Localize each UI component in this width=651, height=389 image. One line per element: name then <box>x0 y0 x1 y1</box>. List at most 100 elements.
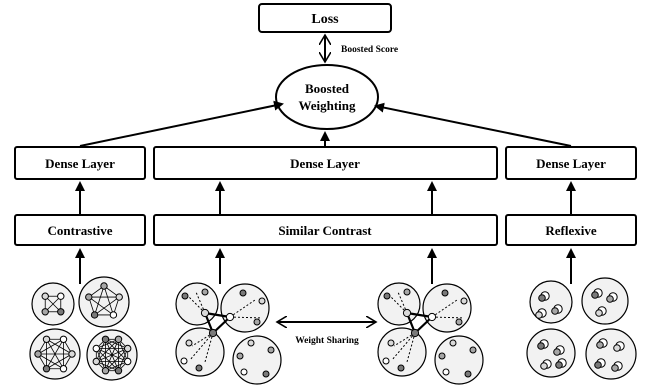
arrow-dense-right-to-weighting <box>374 102 572 147</box>
graph-node <box>208 328 218 338</box>
graph-edge <box>96 338 119 349</box>
graph-node <box>101 367 110 375</box>
dense-to-weighting-arrows <box>79 100 572 147</box>
contrastive-graphs <box>29 276 138 381</box>
graph-node <box>449 339 457 347</box>
graph-circle <box>585 328 637 380</box>
graph-node <box>115 293 123 301</box>
graph-edge <box>431 316 465 319</box>
graph-node <box>383 292 391 300</box>
graph-node <box>92 344 100 353</box>
graph-edge <box>88 296 114 316</box>
encoder-to-dense-arrows <box>75 181 576 214</box>
loss-label: Loss <box>311 12 339 27</box>
graph-node <box>382 357 390 365</box>
graph-edge <box>118 348 129 371</box>
graph-node <box>42 365 51 373</box>
graph-node <box>41 308 49 316</box>
boosted-score-connector: Boosted Score <box>325 35 398 62</box>
contrastive-label: Contrastive <box>48 223 113 238</box>
dense-layer-left: Dense Layer <box>14 146 146 180</box>
graph-circle <box>175 282 219 326</box>
graph-node <box>442 368 450 376</box>
graph-edge <box>105 338 128 349</box>
graph-node <box>200 308 210 318</box>
graph-node <box>441 289 449 297</box>
graph-node <box>258 297 266 305</box>
graph-edge <box>94 296 120 316</box>
graph-circle <box>377 282 421 326</box>
graph-edge <box>393 332 416 347</box>
graph-edge <box>204 311 231 319</box>
graph-node <box>464 370 472 378</box>
graph-node <box>267 346 275 354</box>
graph-node <box>537 342 545 350</box>
dense-layer-right: Dense Layer <box>505 146 637 180</box>
graph-node <box>59 335 68 343</box>
arrow-dense-left-to-weighting <box>79 100 284 147</box>
graph-circle <box>232 335 282 385</box>
graph-node <box>180 357 188 365</box>
graph-edge <box>191 332 214 347</box>
graph-node <box>613 344 621 352</box>
dense-layer-left-label: Dense Layer <box>45 156 115 171</box>
graph-node <box>594 361 602 369</box>
graph-edge <box>406 332 416 363</box>
graph-node <box>201 288 209 296</box>
graph-node <box>535 311 543 319</box>
graph-to-encoder-arrows <box>75 248 576 284</box>
graph-node <box>253 318 261 326</box>
graph-edge <box>229 299 256 318</box>
graph-edge <box>406 311 433 319</box>
reflexive-node: Reflexive <box>505 214 637 246</box>
graph-edge <box>103 285 114 316</box>
boosted-weighting-line1: Boosted <box>305 81 350 96</box>
graph-edge <box>105 348 128 371</box>
graph-node <box>397 364 405 372</box>
graph-edge <box>431 299 458 318</box>
graph-node <box>553 348 561 356</box>
graph-node <box>57 292 65 300</box>
dense-layer-center: Dense Layer <box>153 146 498 180</box>
graph-node <box>92 357 100 366</box>
graph-edge <box>189 332 214 361</box>
graph-node <box>101 335 110 343</box>
graph-node <box>551 307 559 315</box>
graph-node <box>57 308 65 316</box>
weight-sharing-label: Weight Sharing <box>295 336 359 346</box>
reflexive-graphs <box>526 277 637 380</box>
graph-node <box>403 288 411 296</box>
graph-node <box>387 339 395 347</box>
graph-node <box>236 352 244 360</box>
graph-node <box>85 293 93 301</box>
dense-layer-center-label: Dense Layer <box>290 156 360 171</box>
similar-contrast-node: Similar Contrast <box>153 214 498 246</box>
graph-node <box>591 291 599 299</box>
graph-node <box>114 335 123 343</box>
graph-node <box>124 357 132 366</box>
graph-circle <box>526 328 576 378</box>
graph-node <box>538 294 546 302</box>
graph-node <box>34 350 42 358</box>
contrastive-node: Contrastive <box>14 214 146 246</box>
graph-node <box>42 335 51 343</box>
similar-contrast-graphs-left <box>175 282 282 385</box>
graph-node <box>225 312 235 322</box>
reflexive-label: Reflexive <box>545 223 596 238</box>
loss-node: Loss <box>258 3 392 33</box>
graph-node <box>410 328 420 338</box>
graph-node <box>68 350 76 358</box>
boosted-weighting-node: Boosted Weighting <box>275 64 379 130</box>
boosted-score-label: Boosted Score <box>341 45 398 55</box>
graph-node <box>455 318 463 326</box>
graph-node <box>247 339 255 347</box>
graph-edge <box>95 339 106 362</box>
weight-sharing-connector: Weight Sharing <box>277 322 376 346</box>
graph-node <box>611 364 619 372</box>
graph-node <box>460 297 468 305</box>
graph-edge <box>96 348 128 362</box>
graph-node <box>438 352 446 360</box>
graph-circle <box>581 277 629 325</box>
graph-node <box>181 292 189 300</box>
